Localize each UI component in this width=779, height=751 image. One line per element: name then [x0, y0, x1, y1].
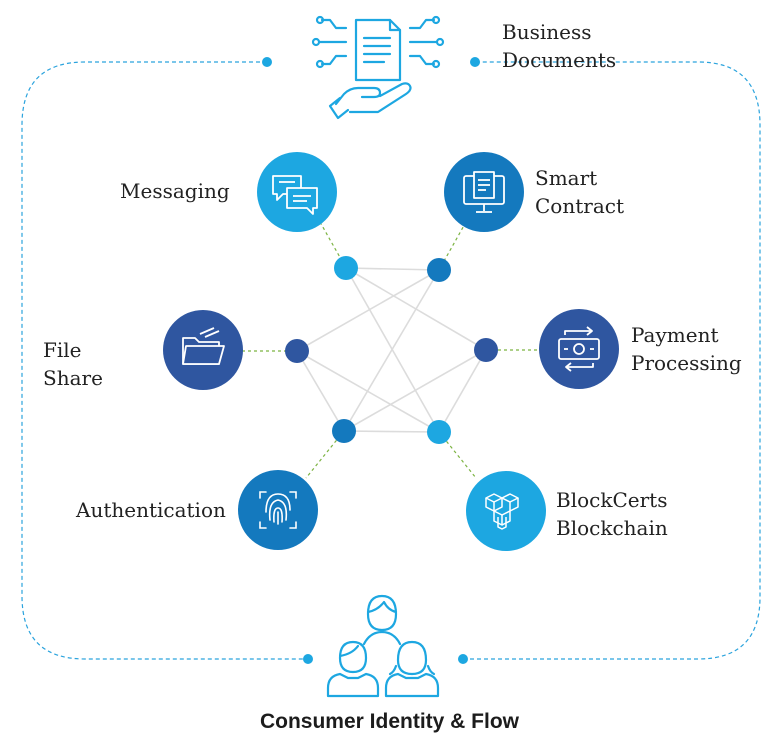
- diagram-title: Consumer Identity & Flow: [259, 710, 519, 733]
- frame-dot-bottom-right: [458, 654, 468, 664]
- contract-monitor-icon: [463, 171, 505, 213]
- hub-dot-authentication: [332, 419, 356, 443]
- fingerprint-icon: [259, 491, 297, 529]
- blocks-cube-icon: [485, 493, 519, 530]
- label-payment-processing: Payment Processing: [631, 323, 742, 375]
- frame-dot-bottom-left: [303, 654, 313, 664]
- node-payment-processing: [539, 309, 619, 389]
- label-file-share: File Share: [43, 338, 103, 390]
- frame-border: [21, 61, 761, 660]
- folder-icon: [182, 327, 225, 365]
- label-authentication: Authentication: [76, 498, 226, 522]
- label-business-documents: Business Documents: [502, 20, 617, 72]
- hub-dot-smart-contract: [427, 258, 451, 282]
- node-messaging: [257, 152, 337, 232]
- document-hand-circuit-icon: [311, 15, 445, 120]
- node-blockcerts: [466, 471, 546, 551]
- frame-dot-top-left: [262, 57, 272, 67]
- hub-dot-messaging: [334, 256, 358, 280]
- label-messaging: Messaging: [120, 179, 230, 203]
- node-authentication: [238, 470, 318, 550]
- node-file-share: [163, 310, 243, 390]
- label-blockcerts-blockchain: BlockCerts Blockchain: [556, 488, 668, 540]
- hub-dot-file-share: [285, 339, 309, 363]
- hub-dot-blockcerts: [427, 420, 451, 444]
- node-smart-contract: [444, 152, 524, 232]
- people-group-icon: [326, 594, 440, 698]
- chat-bubbles-icon: [272, 175, 318, 215]
- payment-exchange-icon: [558, 326, 600, 372]
- mesh-lines: [296, 267, 487, 433]
- label-smart-contract: Smart Contract: [535, 166, 624, 218]
- hub-dot-payment: [474, 338, 498, 362]
- frame-dot-top-right: [470, 57, 480, 67]
